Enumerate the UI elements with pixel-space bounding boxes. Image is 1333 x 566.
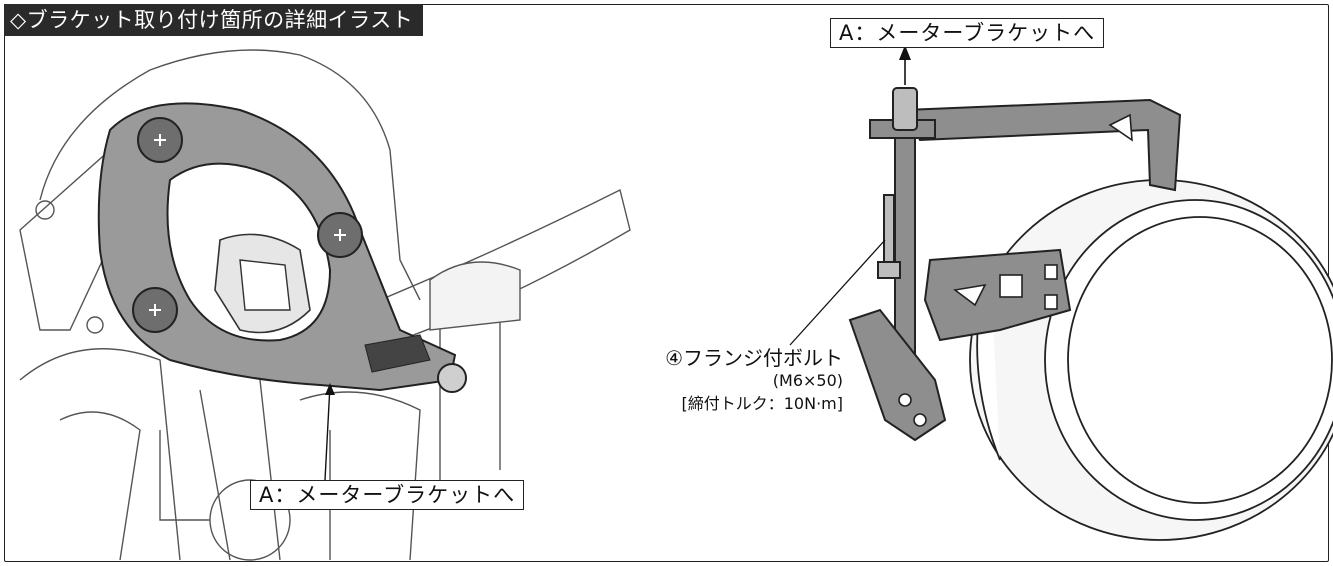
bolt-torque: [締付トルク：10N·m] (681, 394, 844, 413)
bolt-label: ④フランジ付ボルト (M6×50) [締付トルク：10N·m] (665, 342, 843, 414)
bolt-size: (M6×50) (772, 371, 843, 390)
bolt-name: ④フランジ付ボルト (665, 346, 843, 370)
page-title: ◇ブラケット取り付け箇所の詳細イラスト (4, 4, 424, 36)
callout-meter-bracket-right: A：メーターブラケットへ (830, 18, 1105, 48)
nut-icon (437, 363, 467, 393)
callout-meter-bracket-left: A：メーターブラケットへ (250, 480, 525, 510)
